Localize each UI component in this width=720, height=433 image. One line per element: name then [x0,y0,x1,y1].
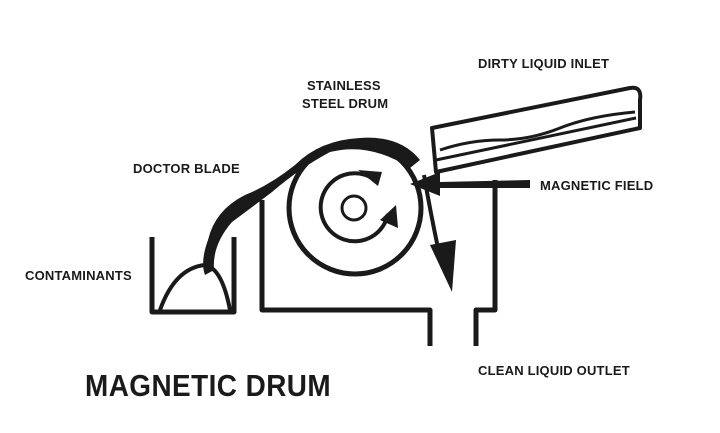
drum-axle [340,194,368,222]
label-dirty-liquid-inlet: DIRTY LIQUID INLET [478,56,610,71]
flow-arrowhead-icon [430,240,456,292]
housing-left [259,200,433,346]
inlet-trough-inner-edge [435,116,637,162]
contaminant-pile [158,262,232,311]
contaminant-container [149,237,237,315]
rotation-arrow-icon [318,171,390,244]
inlet-trough [430,85,643,174]
magnetic-field-arrow-icon [410,172,530,196]
housing-right [473,180,498,346]
flow-arrow-icon [422,174,440,249]
label-steel-drum: STEEL DRUM [302,96,389,111]
rotation-arrowhead-icon [380,205,398,228]
label-clean-liquid-outlet: CLEAN LIQUID OUTLET [478,363,630,378]
label-stainless: STAINLESS [307,78,381,93]
label-doctor-blade: DOCTOR BLADE [133,161,240,176]
doctor-blade-sludge [203,137,420,275]
diagram-title: MAGNETIC DRUM [85,368,332,403]
label-magnetic-field: MAGNETIC FIELD [540,178,654,193]
rotation-arrowhead-icon [358,170,382,186]
inlet-liquid [439,110,636,152]
label-contaminants: CONTAMINANTS [25,268,132,283]
